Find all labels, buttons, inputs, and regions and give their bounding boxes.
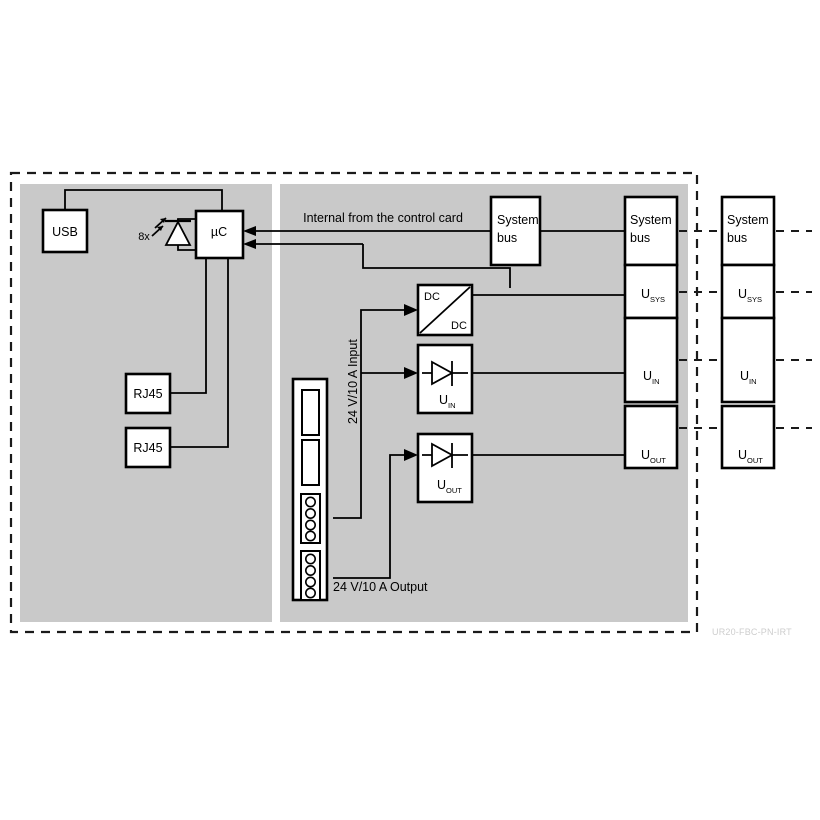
mcu-label: µC xyxy=(211,225,227,239)
usb-block: USB xyxy=(41,208,89,254)
device-boundary-dashed xyxy=(9,171,699,634)
arrow-into-uout xyxy=(404,449,418,461)
module-inner-slot-3 xyxy=(623,404,679,470)
module-outer-3-sub: OUT xyxy=(747,456,763,465)
module-stack-outer: System bus U SYS U IN U OUT xyxy=(720,195,776,470)
module-outer-slot-3 xyxy=(720,404,776,470)
arrow-internal-bus-upper xyxy=(243,226,492,236)
module-inner-1-main: U xyxy=(641,287,650,301)
module-inner-3-sub: OUT xyxy=(650,456,666,465)
watermark-label: UR20-FBC-PN-IRT xyxy=(712,627,792,637)
module-dashed-links xyxy=(679,230,812,429)
diode-uin-sub: IN xyxy=(448,401,456,410)
wire-rj45-bottom-to-mcu xyxy=(170,258,229,448)
power-connector-block xyxy=(291,377,329,602)
wire-output-trunk xyxy=(333,454,405,579)
wire-rj45-top-to-mcu xyxy=(170,258,207,394)
module-outer-0-line1: System xyxy=(727,213,769,227)
module-outer-0-line2: bus xyxy=(727,231,747,245)
rj45-bottom-label: RJ45 xyxy=(133,441,162,455)
diode-uout-sub: OUT xyxy=(446,486,462,495)
dcdc-converter-block: DC DC xyxy=(416,283,474,337)
module-outer-2-sub: IN xyxy=(749,377,757,386)
wire-usb-to-mcu xyxy=(64,189,223,211)
internal-control-card-label: Internal from the control card xyxy=(303,211,463,225)
rj45-top-label: RJ45 xyxy=(133,387,162,401)
dcdc-top-label: DC xyxy=(424,291,440,303)
module-inner-0-line1: System xyxy=(630,213,672,227)
module-inner-1-sub: SYS xyxy=(650,295,665,304)
wire-sysbus-feedback xyxy=(362,244,511,288)
diode-uin-label: U xyxy=(439,393,448,407)
module-inner-slot-1 xyxy=(623,263,679,320)
led-count-label: 8x xyxy=(138,231,150,243)
module-inner-2-sub: IN xyxy=(652,377,660,386)
module-stack-inner: System bus U SYS U IN U OUT xyxy=(623,195,679,470)
module-inner-slot-0 xyxy=(623,195,679,267)
arrow-internal-bus-lower xyxy=(243,239,363,249)
diode-uout-block: U OUT xyxy=(416,432,474,504)
diode-uin-block: U IN xyxy=(416,343,474,415)
module-outer-slot-0 xyxy=(720,195,776,267)
output-power-label: 24 V/10 A Output xyxy=(333,580,428,594)
module-outer-slot-1 xyxy=(720,263,776,320)
module-inner-3-main: U xyxy=(641,448,650,462)
system-bus-center-label-line1: System xyxy=(497,213,539,227)
module-outer-slot-2 xyxy=(720,316,776,404)
module-outer-1-main: U xyxy=(738,287,747,301)
led-symbol: 8x xyxy=(138,217,196,251)
usb-label: USB xyxy=(52,225,78,239)
arrow-into-uin xyxy=(404,367,418,379)
system-bus-center-block: System bus xyxy=(489,195,542,267)
wire-input-trunk xyxy=(333,309,405,519)
module-inner-slot-2 xyxy=(623,316,679,404)
module-outer-1-sub: SYS xyxy=(747,295,762,304)
center-gray-panel xyxy=(280,184,688,622)
module-inner-0-line2: bus xyxy=(630,231,650,245)
system-bus-center-label-line2: bus xyxy=(497,231,517,245)
diode-uout-label: U xyxy=(437,478,446,492)
rj45-top-block: RJ45 xyxy=(124,372,172,415)
rj45-bottom-block: RJ45 xyxy=(124,426,172,469)
microcontroller-block: µC xyxy=(194,209,245,260)
module-outer-3-main: U xyxy=(738,448,747,462)
input-power-label: 24 V/10 A Input xyxy=(346,339,360,424)
dcdc-bottom-label: DC xyxy=(451,320,467,332)
module-outer-2-main: U xyxy=(740,369,749,383)
arrow-into-dcdc xyxy=(404,304,418,316)
module-inner-2-main: U xyxy=(643,369,652,383)
